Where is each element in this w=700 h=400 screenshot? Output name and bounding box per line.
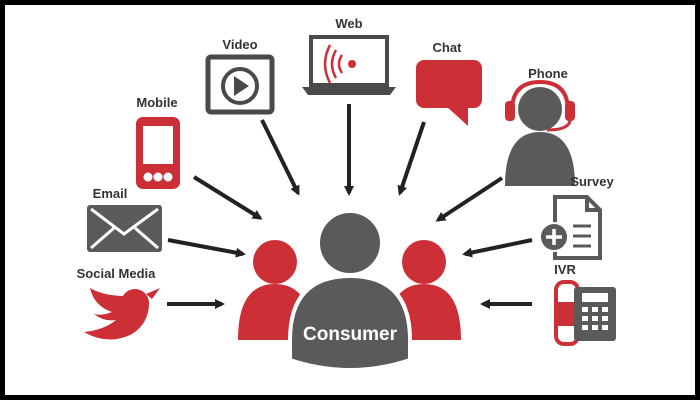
web-label: Web bbox=[335, 16, 362, 31]
arrow-mobile bbox=[192, 175, 263, 220]
mobile-label: Mobile bbox=[136, 95, 177, 110]
envelope-icon bbox=[87, 205, 162, 252]
twitter-bird-icon bbox=[84, 288, 160, 340]
laptop-wifi-icon bbox=[302, 35, 396, 95]
arrow-survey bbox=[462, 238, 533, 258]
mobile-channel: Mobile bbox=[136, 95, 180, 189]
phone-label: Phone bbox=[528, 66, 568, 81]
video-channel: Video bbox=[205, 37, 275, 115]
document-plus-icon bbox=[539, 195, 602, 260]
mobile-phone-icon bbox=[136, 117, 180, 189]
headset-agent-icon bbox=[505, 79, 575, 186]
consumer-label: Consumer bbox=[303, 324, 398, 345]
social-media-label: Social Media bbox=[77, 266, 157, 281]
phone-channel: Phone bbox=[505, 66, 575, 186]
consumer-person bbox=[288, 209, 412, 372]
desk-phone-icon bbox=[554, 280, 616, 346]
chat-channel: Chat bbox=[416, 40, 482, 126]
arrow-chat bbox=[397, 121, 426, 196]
speech-bubble-icon bbox=[416, 60, 482, 126]
email-channel: Email bbox=[87, 186, 162, 252]
chat-label: Chat bbox=[433, 40, 463, 55]
play-screen-icon bbox=[205, 54, 275, 115]
arrow-email bbox=[167, 238, 246, 258]
survey-channel: Survey bbox=[539, 174, 614, 260]
survey-label: Survey bbox=[570, 174, 614, 189]
video-label: Video bbox=[222, 37, 257, 52]
consumer-group: Consumer bbox=[238, 209, 461, 372]
arrow-phone bbox=[435, 176, 504, 222]
ivr-channel: IVR bbox=[554, 262, 616, 346]
arrows bbox=[167, 104, 533, 309]
arrow-video bbox=[260, 119, 300, 196]
social-media-channel: Social Media bbox=[77, 266, 160, 340]
web-channel: Web bbox=[302, 16, 396, 95]
email-label: Email bbox=[93, 186, 128, 201]
ivr-label: IVR bbox=[554, 262, 576, 277]
